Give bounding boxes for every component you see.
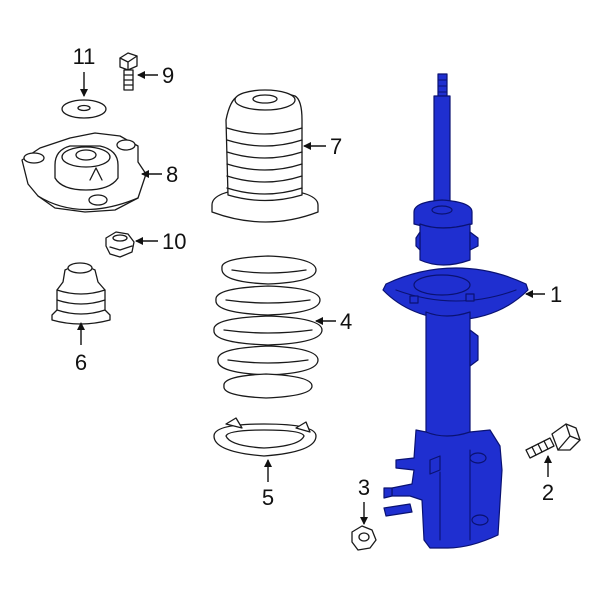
callout-1: 1 <box>550 282 562 307</box>
part-9-bolt[interactable] <box>119 52 138 91</box>
callout-labels: 11 9 8 10 6 7 4 5 1 2 3 <box>73 44 563 510</box>
callout-11: 11 <box>73 44 96 69</box>
part-11-washer[interactable] <box>61 99 107 119</box>
callout-10: 10 <box>162 229 186 254</box>
callout-7: 7 <box>330 134 342 159</box>
leader-lines <box>77 71 552 525</box>
callout-9: 9 <box>162 63 174 88</box>
callout-3: 3 <box>358 475 370 500</box>
callout-4: 4 <box>340 309 352 334</box>
part-2-bolt[interactable] <box>525 423 581 459</box>
callout-6: 6 <box>75 350 87 375</box>
callout-5: 5 <box>262 485 274 510</box>
part-10-nut[interactable] <box>105 231 135 258</box>
callout-8: 8 <box>166 162 178 187</box>
part-4-coil-spring[interactable] <box>213 255 323 399</box>
callout-2: 2 <box>542 480 554 505</box>
part-7-dust-boot[interactable] <box>211 89 319 223</box>
part-1-strut-assembly[interactable] <box>382 73 529 549</box>
part-8-strut-mount[interactable] <box>21 132 147 213</box>
part-3-nut[interactable] <box>351 525 377 551</box>
part-5-spring-insulator[interactable] <box>213 417 317 457</box>
part-6-bump-stop[interactable] <box>51 262 111 325</box>
